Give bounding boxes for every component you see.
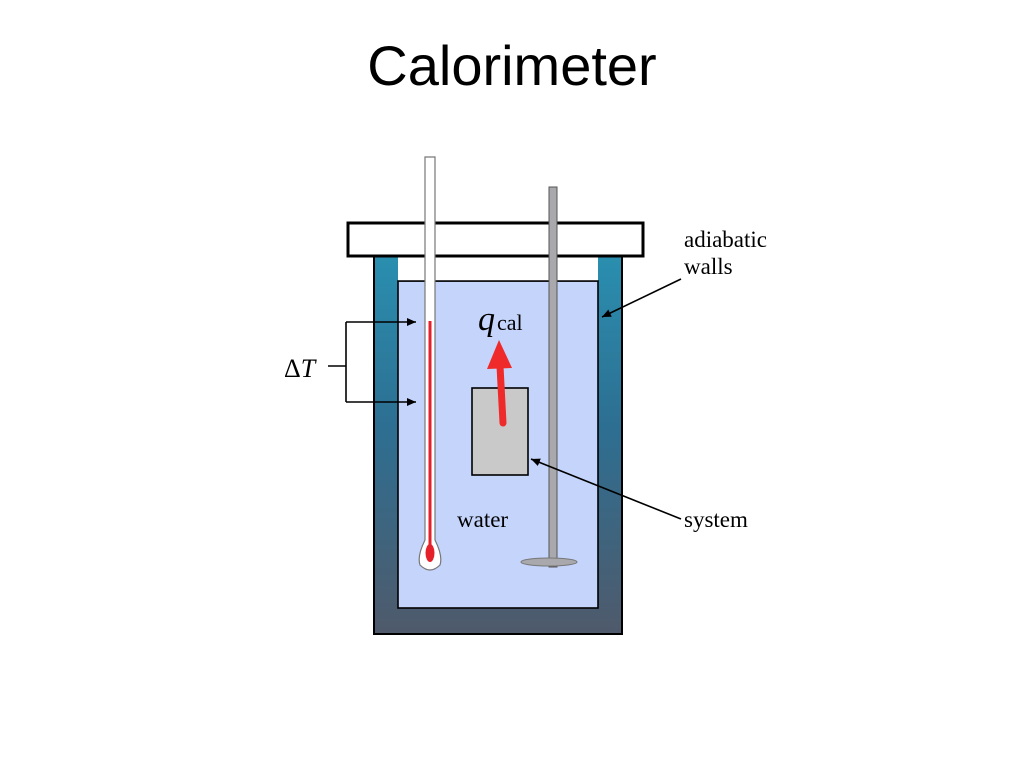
- system-label: system: [684, 507, 748, 532]
- heat-flow-arrow: [487, 340, 512, 427]
- calorimeter-lid: [346, 221, 645, 258]
- stirrer-rod: [548, 186, 558, 568]
- delta-t-label: ΔT: [284, 354, 317, 383]
- page-title: Calorimeter: [367, 34, 657, 97]
- thermometer: [418, 156, 442, 571]
- delta-t-bracket: [328, 318, 416, 406]
- water-label: water: [457, 507, 508, 532]
- adiabatic-walls-label-line2: walls: [684, 254, 733, 279]
- thermometer-fluid: [428, 321, 432, 549]
- stirrer: [520, 186, 578, 568]
- system-pointer: [530, 458, 682, 520]
- adiabatic-walls-label-line1: adiabatic: [684, 227, 767, 252]
- thermometer-bulb: [425, 544, 435, 562]
- adiabatic-walls-pointer: [601, 278, 682, 318]
- q-cal-label: qcal: [478, 301, 523, 338]
- stirrer-paddle: [520, 557, 578, 567]
